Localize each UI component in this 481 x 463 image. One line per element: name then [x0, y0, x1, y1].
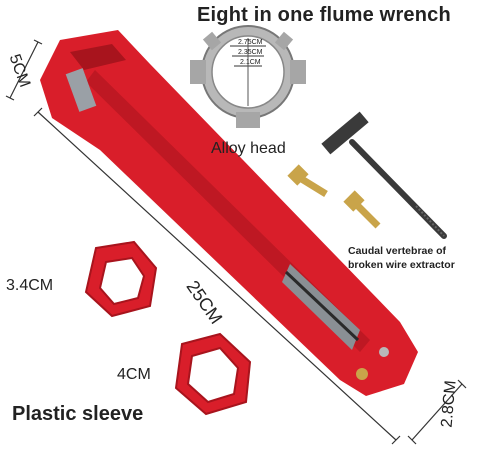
sleeve-small-size: 3.4CM: [6, 277, 54, 294]
product-title: Eight in one flume wrench: [197, 4, 451, 26]
dimension-line-length: [33, 107, 401, 445]
plastic-sleeve-large: [174, 332, 252, 416]
dimension-line-width-head: [5, 39, 43, 101]
extractor-label: Caudal vertebrae of broken wire extracto…: [348, 244, 455, 272]
plastic-sleeve-label: Plastic sleeve: [12, 403, 144, 425]
ring-label-1: 2.75CM: [238, 39, 263, 46]
plastic-sleeve-small: [84, 240, 158, 318]
sleeve-large-size: 4CM: [117, 366, 151, 383]
ring-label-2: 2.35CM: [238, 49, 263, 56]
alloy-head: [190, 25, 306, 128]
extractor-label-line1: Caudal vertebrae of: [348, 245, 447, 257]
alloy-head-label: Alloy head: [211, 140, 286, 157]
screw-1: [287, 164, 328, 197]
dimension-line-width-tail: [407, 379, 467, 445]
screw-2: [343, 190, 381, 229]
ring-label-3: 2.1CM: [240, 59, 261, 66]
wire-extractor: [321, 111, 447, 239]
extractor-label-line2: broken wire extractor: [348, 259, 455, 271]
wrench-body: [40, 30, 418, 396]
